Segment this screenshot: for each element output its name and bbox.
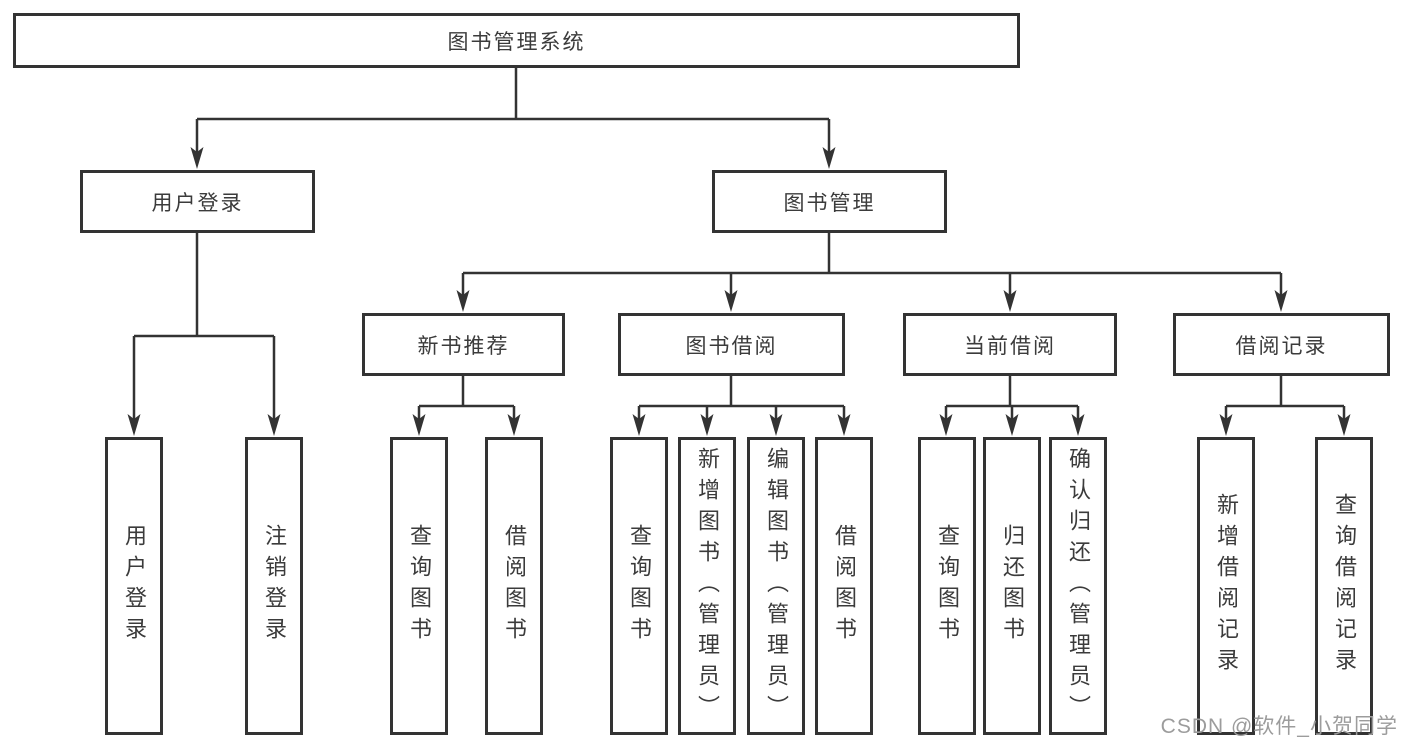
leaf-recommend-query-books-label: 查询图书 — [407, 524, 432, 648]
connector-current-to-leaves — [939, 376, 1085, 436]
leaf-records-query-record-label: 查询借阅记录 — [1332, 493, 1357, 679]
leaf-borrow-query-books: 查询图书 — [610, 437, 668, 735]
leaf-current-confirm-return-admin: 确认归还（管理员） — [1049, 437, 1107, 735]
node-root-label: 图书管理系统 — [447, 30, 586, 54]
connector-root-to-level2 — [190, 68, 836, 169]
leaf-borrow-borrow-books: 借阅图书 — [815, 437, 873, 735]
node-book-management-label: 图书管理 — [783, 191, 876, 215]
leaf-recommend-borrow-books-label: 借阅图书 — [502, 524, 527, 648]
connector-login-to-leaves — [127, 233, 281, 436]
leaf-current-query-books: 查询图书 — [918, 437, 976, 735]
leaf-records-add-record-label: 新增借阅记录 — [1214, 493, 1239, 679]
node-user-login: 用户登录 — [80, 170, 315, 233]
node-book-borrow: 图书借阅 — [618, 313, 845, 376]
node-current-borrow-label: 当前借阅 — [964, 334, 1056, 358]
leaf-logout-label: 注销登录 — [262, 524, 287, 648]
leaf-recommend-borrow-books: 借阅图书 — [485, 437, 543, 735]
connector-records-to-leaves — [1219, 376, 1351, 436]
node-user-login-label: 用户登录 — [151, 191, 244, 215]
connector-mgmt-to-level3 — [456, 233, 1288, 312]
leaf-borrow-edit-books-admin-label: 编辑图书（管理员） — [764, 446, 789, 726]
leaf-borrow-edit-books-admin: 编辑图书（管理员） — [747, 437, 805, 735]
connector-recommend-to-leaves — [412, 376, 521, 436]
leaf-current-query-books-label: 查询图书 — [935, 524, 960, 648]
node-new-book-recommend-label: 新书推荐 — [417, 334, 510, 358]
leaf-current-return-books-label: 归还图书 — [1000, 524, 1025, 648]
leaf-recommend-query-books: 查询图书 — [390, 437, 448, 735]
leaf-user-login: 用户登录 — [105, 437, 163, 735]
node-root: 图书管理系统 — [13, 13, 1020, 68]
node-borrow-records: 借阅记录 — [1173, 313, 1390, 376]
node-current-borrow: 当前借阅 — [903, 313, 1117, 376]
leaf-records-query-record: 查询借阅记录 — [1315, 437, 1373, 735]
node-borrow-records-label: 借阅记录 — [1235, 334, 1328, 358]
leaf-borrow-add-books-admin: 新增图书（管理员） — [678, 437, 736, 735]
leaf-records-add-record: 新增借阅记录 — [1197, 437, 1255, 735]
leaf-user-login-label: 用户登录 — [122, 524, 147, 648]
leaf-logout: 注销登录 — [245, 437, 303, 735]
leaf-current-return-books: 归还图书 — [983, 437, 1041, 735]
leaf-borrow-query-books-label: 查询图书 — [627, 524, 652, 648]
leaf-borrow-add-books-admin-label: 新增图书（管理员） — [695, 446, 720, 726]
leaf-current-confirm-return-admin-label: 确认归还（管理员） — [1066, 446, 1091, 726]
node-new-book-recommend: 新书推荐 — [362, 313, 565, 376]
csdn-watermark: CSDN @软件_小贺同学 — [1160, 715, 1398, 738]
node-book-borrow-label: 图书借阅 — [685, 334, 778, 358]
connector-borrow-to-leaves — [632, 376, 851, 436]
node-book-management: 图书管理 — [712, 170, 947, 233]
leaf-borrow-borrow-books-label: 借阅图书 — [832, 524, 857, 648]
